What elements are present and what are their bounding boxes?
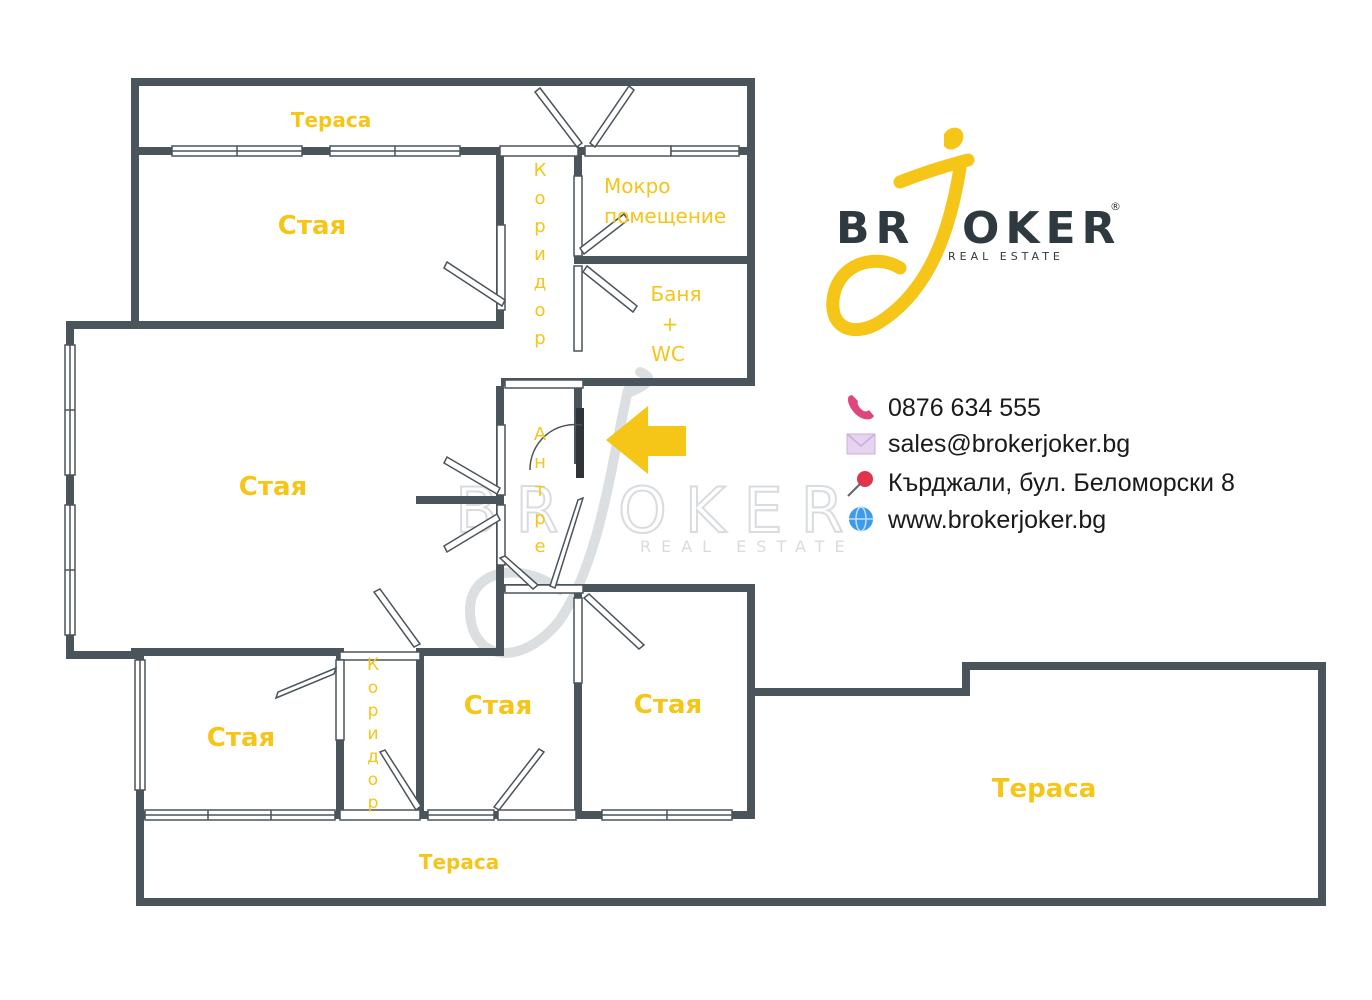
corridor-top-letter: о [534,188,545,209]
logo-j-icon [826,153,975,337]
arrow-left-icon [606,406,686,474]
windows [64,145,740,821]
corridor-top-letter: д [534,272,546,293]
entrance-letter: н [534,452,546,473]
label-room-bottom-right: Стая [634,690,702,720]
corridor-top-letter: о [534,300,545,321]
globe-icon [849,506,873,532]
logo-j-dot [944,127,964,150]
label-room-bottom-mid: Стая [464,691,532,721]
watermark: BR OKER REAL ESTATE [454,367,862,658]
corridor-top-letter: р [534,216,545,237]
label-room-bottom-left: Стая [207,723,275,753]
watermark-tagline: REAL ESTATE [640,537,855,556]
label-wet-room-line2: помещение [604,204,726,228]
corridor-bottom-letter: К [367,655,379,675]
corridor-bottom-letter: о [368,770,378,790]
entrance-letter: р [534,508,545,529]
corridor-bottom-letter: о [368,678,378,698]
logo-tagline: REAL ESTATE [948,250,1064,263]
entrance-letter: А [534,424,547,445]
contacts: 0876 634 555 sales@brokerjoker.bg Кърджа… [846,394,1235,534]
label-bath-line2: + [662,312,679,336]
logo-brand-left: BR [836,203,915,254]
pushpin-icon [847,471,873,497]
entrance-letter: т [535,480,546,501]
logo-brand-right: OKER [962,203,1121,254]
contact-address: Кърджали, бул. Беломорски 8 [888,469,1235,497]
label-terrace-bottom: Тераса [419,850,499,874]
contact-phone[interactable]: 0876 634 555 [888,394,1041,422]
label-bath-line1: Баня [650,282,701,306]
contact-website[interactable]: www.brokerjoker.bg [887,506,1106,534]
entrance-letter: е [534,536,545,557]
envelope-icon [846,433,876,455]
label-room-top: Стая [278,211,346,241]
brand-logo: BR OKER REAL ESTATE ® [826,127,1121,337]
room-labels: Тераса Стая Стая Стая Стая Стая Тераса Т… [207,108,1096,874]
label-bath-line3: WC [651,342,685,366]
corridor-bottom-letter: д [367,747,379,767]
corridor-bottom-letter: р [368,701,379,721]
label-room-big: Стая [239,472,307,502]
corridor-bottom-letter: р [368,793,379,813]
contact-email[interactable]: sales@brokerjoker.bg [888,430,1130,458]
label-corridor-top: К о р и д о р [534,160,547,349]
corridor-top-letter: р [534,328,545,349]
phone-icon [848,395,874,420]
label-terrace-right: Тераса [992,774,1096,804]
door-swings [274,84,646,812]
watermark-brand-right: OKER [618,474,862,547]
label-wet-room-line1: Мокро [604,174,671,198]
corridor-bottom-letter: и [367,724,378,744]
label-corridor-bottom: К о р и д о р [367,655,379,813]
corridor-top-letter: К [534,160,547,181]
label-terrace-top: Тераса [291,108,371,132]
corridor-top-letter: и [534,244,546,265]
logo-registered: ® [1110,200,1121,213]
label-entrance: А н т р е [534,424,547,557]
entrance-door [576,408,584,478]
